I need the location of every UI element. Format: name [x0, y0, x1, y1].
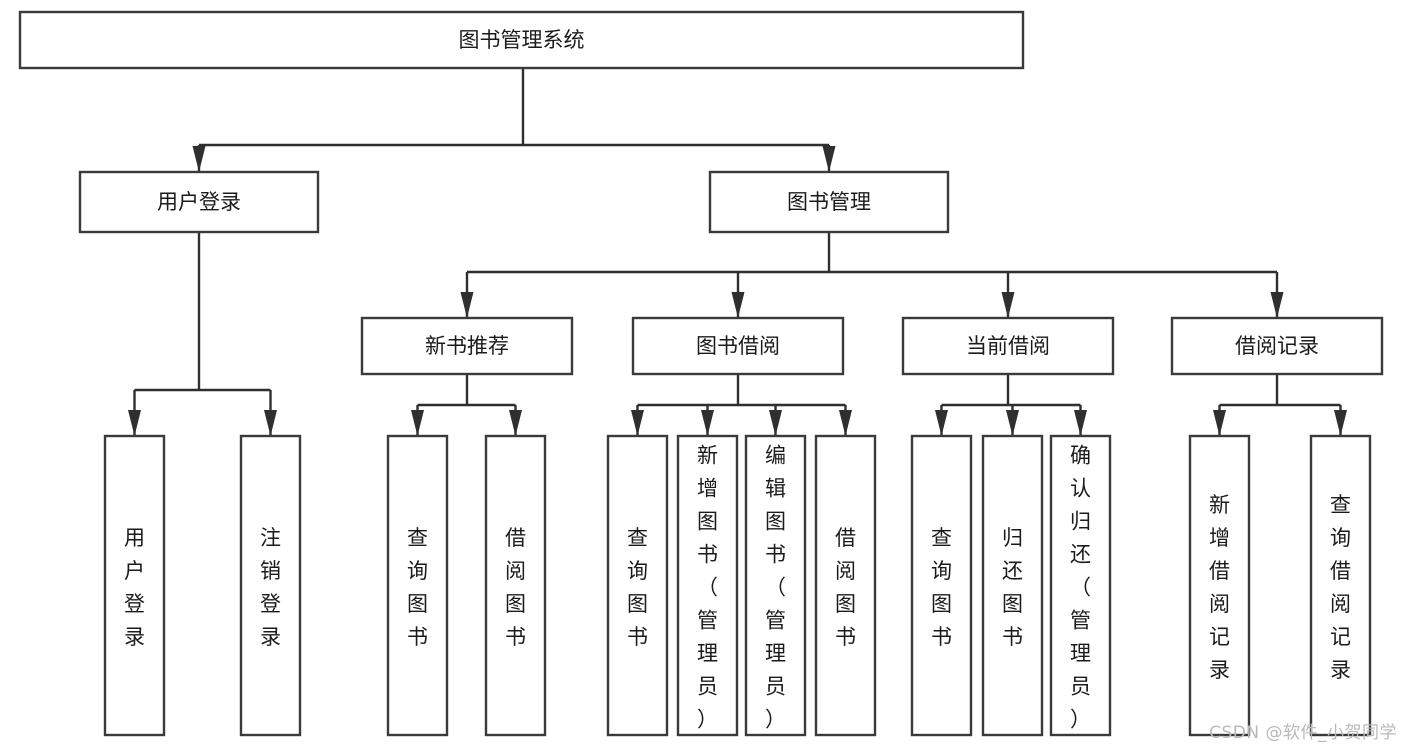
connector-arrow-icon — [769, 410, 782, 436]
node-label-book-manage: 图书管理 — [787, 190, 871, 214]
connector-arrow-icon — [701, 410, 714, 436]
node-leaf-query-book-3[interactable]: 查询图书 — [910, 434, 973, 737]
node-label-root: 图书管理系统 — [459, 28, 585, 52]
node-leaf-user-login[interactable]: 用户登录 — [103, 434, 166, 737]
node-label-borrow-record: 借阅记录 — [1235, 334, 1319, 358]
connector-arrow-icon — [631, 410, 644, 436]
node-root[interactable]: 图书管理系统 — [18, 10, 1025, 70]
connector-arrow-icon — [509, 410, 522, 436]
node-leaf-confirm-return[interactable]: 确认归还（管理员） — [1049, 434, 1112, 737]
node-label-leaf-query-book-1: 查询图书 — [407, 526, 428, 649]
connector-arrow-icon — [1213, 410, 1226, 436]
node-label-leaf-user-login: 用户登录 — [124, 526, 145, 649]
node-leaf-query-record[interactable]: 查询借阅记录 — [1309, 434, 1372, 737]
connector-group-current-borrow — [935, 374, 1087, 436]
connector-group-user-login — [128, 232, 277, 436]
connector-arrow-icon — [411, 410, 424, 436]
connector-arrow-icon — [192, 146, 206, 172]
node-label-current-borrow: 当前借阅 — [966, 334, 1050, 358]
node-box-current-borrow[interactable] — [901, 316, 1115, 376]
node-label-leaf-borrow-book-2: 借阅图书 — [835, 526, 856, 649]
connector-arrow-icon — [822, 146, 836, 172]
connector-group-root — [192, 68, 836, 172]
node-label-leaf-add-record: 新增借阅记录 — [1209, 493, 1230, 682]
node-box-new-book-recommend[interactable] — [360, 316, 574, 376]
connector-group-new-book-recommend — [411, 374, 522, 436]
node-leaf-borrow-book-1[interactable]: 借阅图书 — [484, 434, 547, 737]
node-label-leaf-confirm-return: 确认归还（管理员） — [1070, 444, 1091, 732]
node-box-leaf-query-book-1[interactable] — [386, 434, 449, 737]
node-label-book-borrow: 图书借阅 — [696, 334, 780, 358]
connector-arrow-icon — [935, 410, 948, 436]
node-label-leaf-query-book-3: 查询图书 — [931, 526, 952, 649]
connector-arrow-icon — [731, 292, 745, 318]
node-label-leaf-user-logout: 注销登录 — [260, 526, 281, 649]
node-label-leaf-add-book: 新增图书（管理员） — [697, 444, 718, 732]
node-label-leaf-query-book-2: 查询图书 — [627, 526, 648, 649]
node-leaf-query-book-2[interactable]: 查询图书 — [606, 434, 669, 737]
node-box-book-borrow[interactable] — [631, 316, 845, 376]
node-leaf-user-logout[interactable]: 注销登录 — [239, 434, 302, 737]
connector-arrow-icon — [128, 410, 141, 436]
connector-arrow-icon — [264, 410, 277, 436]
node-box-leaf-user-logout[interactable] — [239, 434, 302, 737]
node-leaf-add-book[interactable]: 新增图书（管理员） — [676, 434, 739, 737]
node-label-leaf-edit-book: 编辑图书（管理员） — [765, 444, 786, 732]
node-box-leaf-query-book-2[interactable] — [606, 434, 669, 737]
node-borrow-record[interactable]: 借阅记录 — [1170, 316, 1384, 376]
node-leaf-return-book[interactable]: 归还图书 — [981, 434, 1044, 737]
connector-group-book-borrow — [631, 374, 852, 436]
node-label-leaf-return-book: 归还图书 — [1002, 526, 1023, 649]
node-box-user-login[interactable] — [78, 170, 320, 234]
connector-arrow-icon — [1006, 410, 1019, 436]
node-box-leaf-add-record[interactable] — [1188, 434, 1251, 737]
connector-arrow-icon — [1001, 292, 1015, 318]
node-box-leaf-return-book[interactable] — [981, 434, 1044, 737]
node-leaf-edit-book[interactable]: 编辑图书（管理员） — [744, 434, 807, 737]
node-label-user-login: 用户登录 — [157, 190, 241, 214]
node-box-leaf-confirm-return[interactable] — [1049, 434, 1112, 737]
connector-group-book-manage — [460, 232, 1284, 318]
node-label-new-book-recommend: 新书推荐 — [425, 334, 509, 358]
node-box-root[interactable] — [18, 10, 1025, 70]
connectors-layer — [128, 68, 1347, 436]
connector-arrow-icon — [460, 292, 474, 318]
node-box-borrow-record[interactable] — [1170, 316, 1384, 376]
node-box-leaf-user-login[interactable] — [103, 434, 166, 737]
node-box-leaf-add-book[interactable] — [676, 434, 739, 737]
connector-arrow-icon — [1074, 410, 1087, 436]
node-user-login[interactable]: 用户登录 — [78, 170, 320, 234]
node-box-leaf-edit-book[interactable] — [744, 434, 807, 737]
connector-arrow-icon — [1270, 292, 1284, 318]
node-leaf-query-book-1[interactable]: 查询图书 — [386, 434, 449, 737]
node-label-leaf-borrow-book-1: 借阅图书 — [505, 526, 526, 649]
node-box-leaf-query-book-3[interactable] — [910, 434, 973, 737]
node-label-leaf-query-record: 查询借阅记录 — [1330, 493, 1351, 682]
csdn-watermark: CSDN @软件_小贺同学 — [1209, 723, 1397, 743]
connector-arrow-icon — [1334, 410, 1347, 436]
connector-group-borrow-record — [1213, 374, 1347, 436]
node-book-manage[interactable]: 图书管理 — [708, 170, 950, 234]
node-box-leaf-query-record[interactable] — [1309, 434, 1372, 737]
node-new-book-recommend[interactable]: 新书推荐 — [360, 316, 574, 376]
node-leaf-add-record[interactable]: 新增借阅记录 — [1188, 434, 1251, 737]
nodes-layer: 图书管理系统用户登录图书管理新书推荐图书借阅当前借阅借阅记录用户登录注销登录查询… — [18, 10, 1384, 737]
node-current-borrow[interactable]: 当前借阅 — [901, 316, 1115, 376]
node-box-leaf-borrow-book-1[interactable] — [484, 434, 547, 737]
node-box-leaf-borrow-book-2[interactable] — [814, 434, 877, 737]
node-book-borrow[interactable]: 图书借阅 — [631, 316, 845, 376]
node-leaf-borrow-book-2[interactable]: 借阅图书 — [814, 434, 877, 737]
connector-arrow-icon — [839, 410, 852, 436]
node-box-book-manage[interactable] — [708, 170, 950, 234]
